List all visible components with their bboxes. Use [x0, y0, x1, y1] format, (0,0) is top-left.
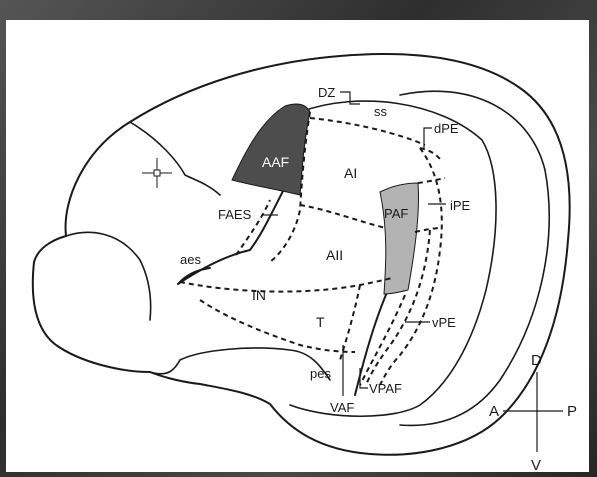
field-border-ipe-top — [418, 178, 445, 183]
field-border-dpe — [420, 148, 442, 162]
label-aii: AII — [326, 247, 343, 263]
label-dz: DZ — [318, 85, 335, 100]
field-border-lower — [200, 300, 355, 352]
label-t: T — [316, 314, 325, 330]
label-ipe: iPE — [450, 198, 471, 213]
compass-dorsal: D — [531, 352, 542, 369]
label-aes: aes — [180, 252, 201, 267]
label-faes: FAES — [218, 207, 252, 222]
label-aaf: AAF — [262, 154, 289, 170]
label-vpe: vPE — [432, 315, 456, 330]
compass-ventral: V — [531, 457, 541, 474]
field-border-aii-in — [180, 278, 392, 292]
label-vaf: VAF — [330, 400, 354, 415]
label-paf: PAF — [384, 206, 408, 221]
posterior-boundary-outer — [400, 91, 549, 425]
orientation-compass: D V A P — [489, 352, 577, 474]
field-border-ipe-bottom — [415, 228, 440, 232]
label-vpaf: VPAF — [369, 381, 402, 396]
compass-posterior: P — [567, 403, 577, 420]
aes-sulcus — [178, 178, 290, 284]
compass-anterior: A — [489, 403, 499, 420]
aaf-region — [232, 104, 310, 195]
label-ss: ss — [374, 104, 388, 119]
crosshair-cursor-icon — [142, 158, 172, 188]
frontal-sulcus — [66, 232, 151, 320]
paf-region — [380, 183, 419, 294]
field-border-vaf — [360, 295, 405, 385]
label-ai: AI — [344, 165, 357, 181]
dpe-leader — [424, 128, 432, 148]
field-border-top — [310, 118, 425, 145]
field-border-ai-aii — [300, 205, 386, 228]
label-in: IN — [252, 287, 266, 303]
label-dpe: dPE — [434, 121, 459, 136]
lateral-contour — [150, 348, 330, 380]
frontal-contour — [130, 122, 220, 195]
label-pes: pes — [310, 366, 331, 381]
